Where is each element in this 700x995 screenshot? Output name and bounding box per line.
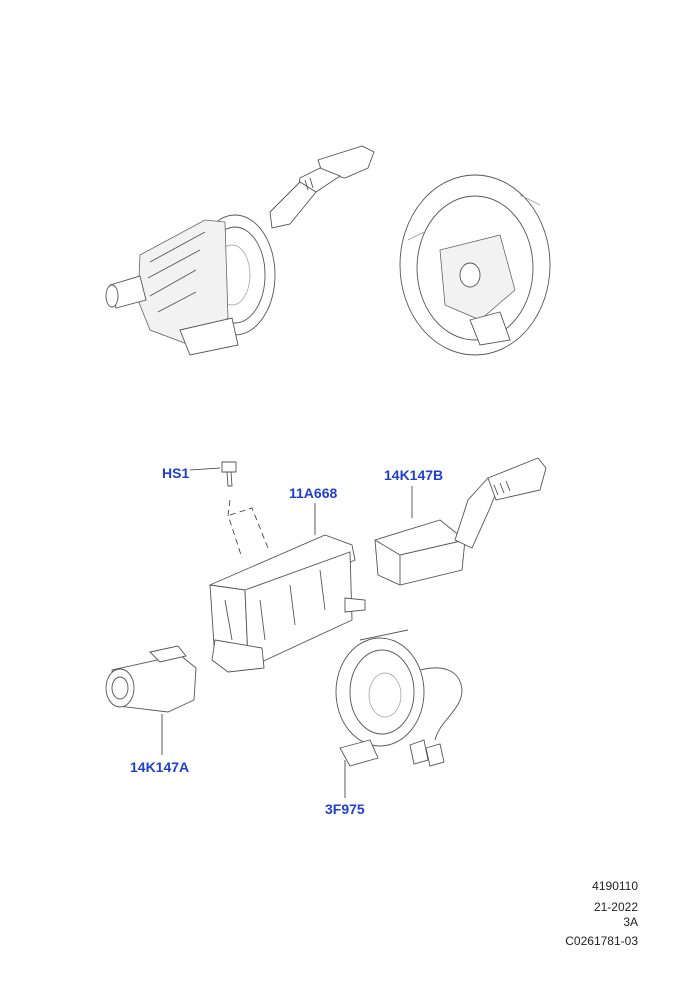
illustration-code: C0261781-03 — [565, 934, 638, 948]
illustration-revision: 3A — [623, 915, 638, 929]
callout-14k147a[interactable]: 14K147A — [130, 759, 190, 775]
light-switch-14k147a — [105, 645, 197, 755]
steering-wheel-overview — [399, 174, 551, 356]
callout-11a668[interactable]: 11A668 — [289, 485, 338, 501]
clockspring-3f975 — [335, 629, 463, 798]
callout-3f975[interactable]: 3F975 — [325, 801, 365, 817]
bracket-11a668 — [208, 503, 366, 673]
wiper-switch-14k147b — [374, 457, 547, 586]
column-switch-assembly-overview — [105, 145, 375, 356]
illustration-number: 4190110 — [592, 879, 638, 893]
illustration-date: 21-2022 — [593, 900, 638, 914]
bolt-hs1 — [189, 461, 269, 559]
callout-hs1[interactable]: HS1 — [162, 465, 190, 481]
callout-14k147b[interactable]: 14K147B — [384, 467, 444, 483]
